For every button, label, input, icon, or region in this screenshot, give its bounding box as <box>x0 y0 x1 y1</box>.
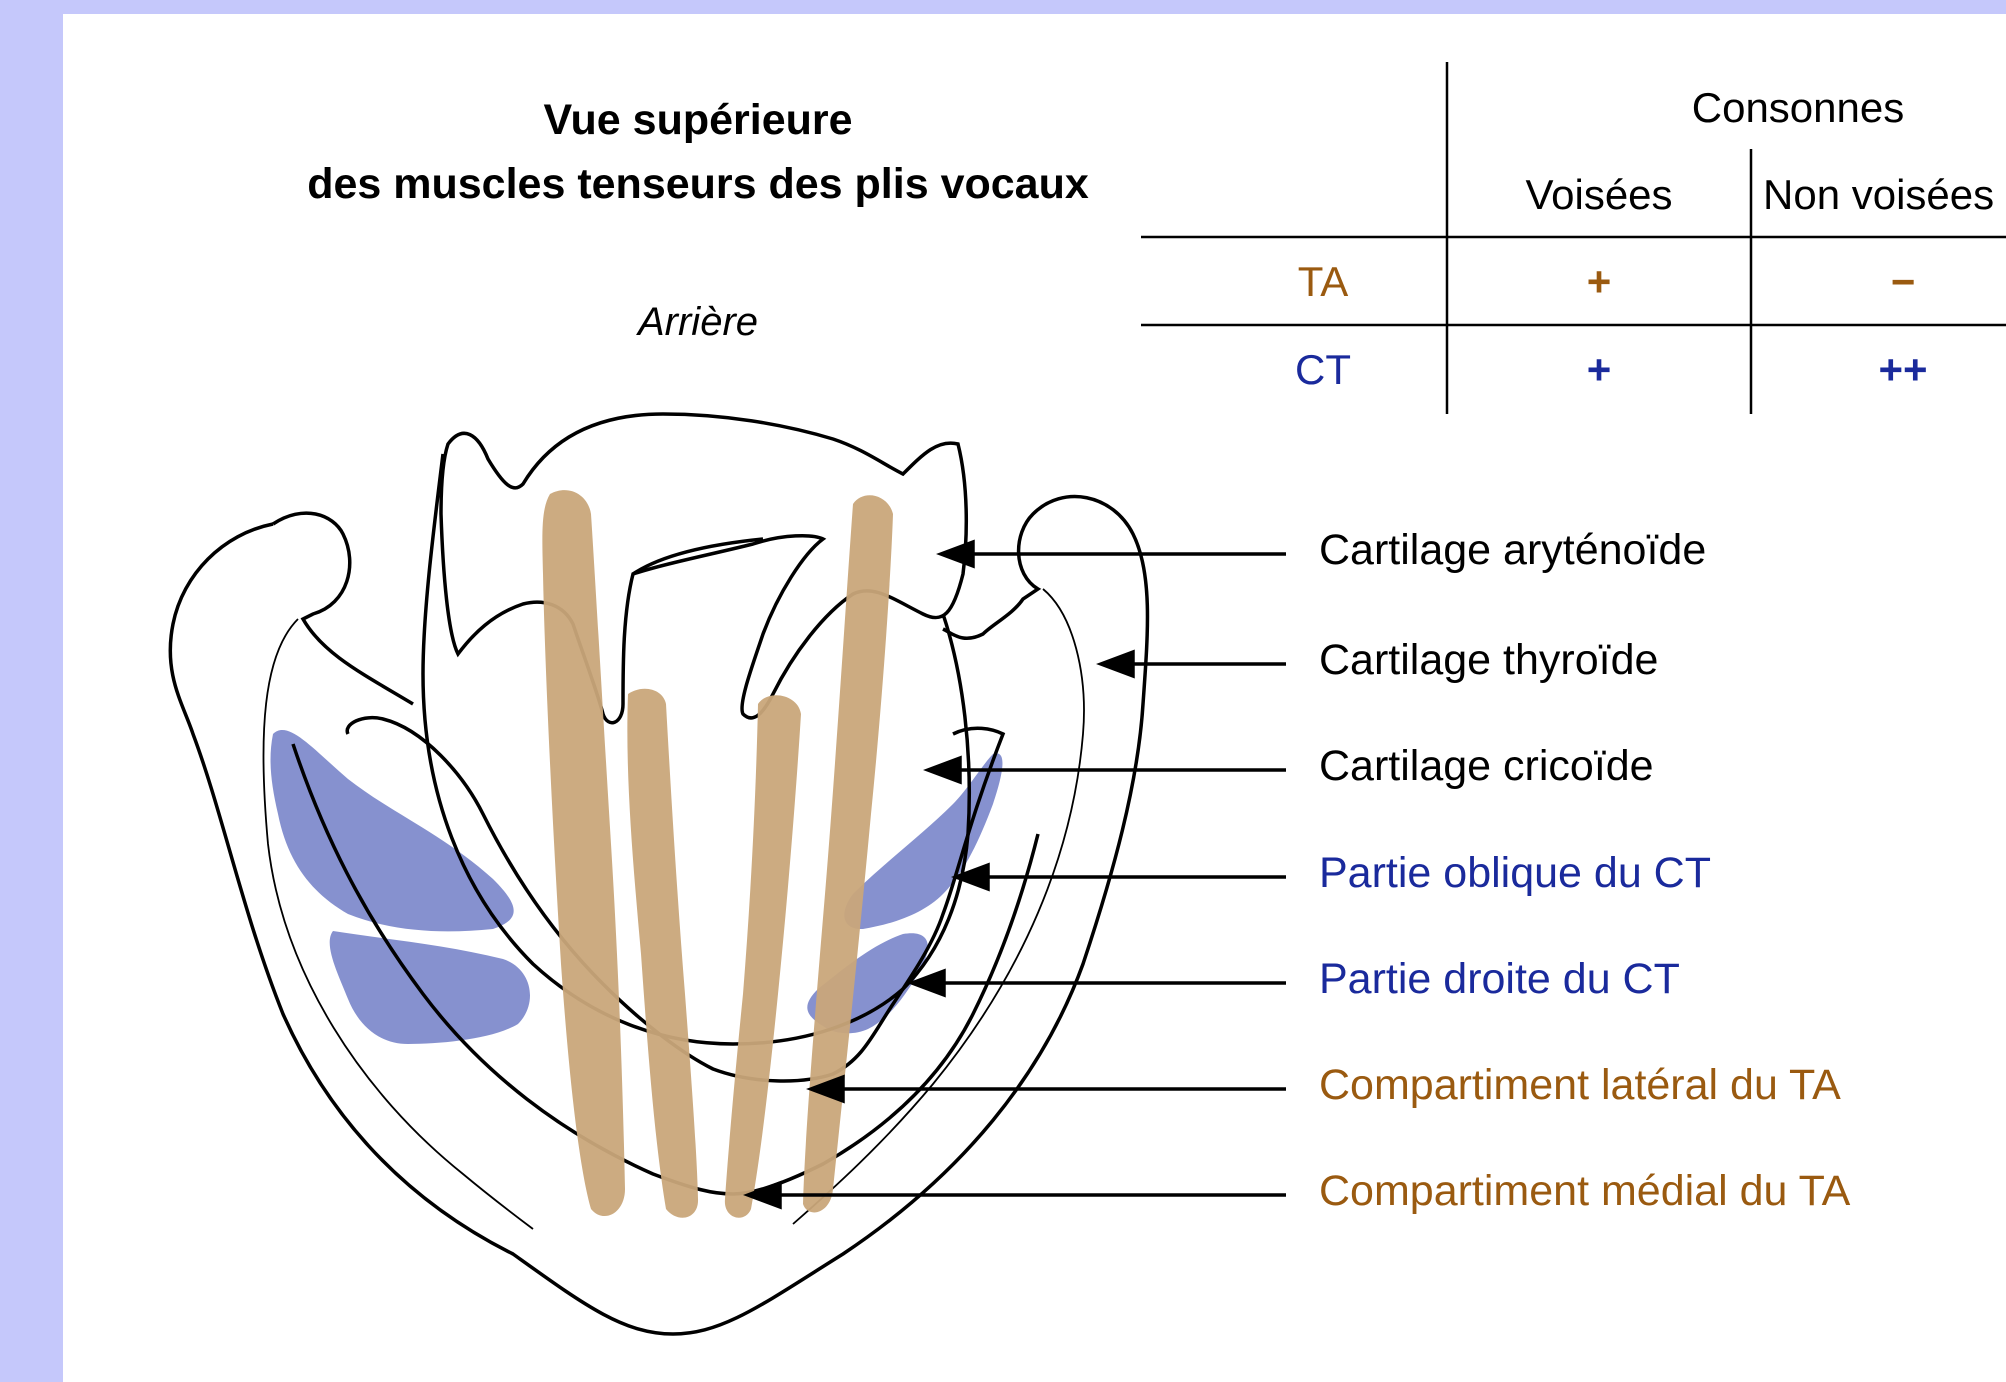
table-cell-ct-voisees: + <box>1451 346 1747 394</box>
label-cartilage-cricoide: Cartilage cricoïde <box>1319 742 1654 791</box>
table-cell-ta-non-voisees: − <box>1755 258 2006 306</box>
table-column-voisees: Voisées <box>1451 171 1747 219</box>
table-row-ct-label: CT <box>1263 346 1383 394</box>
label-compartiment-lateral-ta: Compartiment latéral du TA <box>1319 1061 1841 1110</box>
table-cell-ct-non-voisees: ++ <box>1755 346 2006 394</box>
table-cell-ta-voisees: + <box>1451 258 1747 306</box>
table-group-header: Consonnes <box>1613 84 1983 132</box>
label-compartiment-medial-ta: Compartiment médial du TA <box>1319 1167 1850 1216</box>
ta-medial-right <box>725 695 801 1217</box>
thyroid-left-horn <box>273 513 413 704</box>
ct-straight-left <box>330 931 530 1044</box>
label-partie-oblique-ct: Partie oblique du CT <box>1319 849 1711 898</box>
label-partie-droite-ct: Partie droite du CT <box>1319 955 1680 1004</box>
diagram-canvas: Vue supérieure des muscles tenseurs des … <box>63 14 2006 1382</box>
label-cartilage-thyroide: Cartilage thyroïde <box>1319 636 1658 685</box>
ta-medial-left <box>627 689 698 1218</box>
table-row-ta-label: TA <box>1263 258 1383 306</box>
table-column-non-voisees: Non voisées <box>1763 171 1994 219</box>
label-cartilage-arytenoide: Cartilage aryténoïde <box>1319 526 1706 575</box>
ct-oblique-left <box>271 730 514 931</box>
